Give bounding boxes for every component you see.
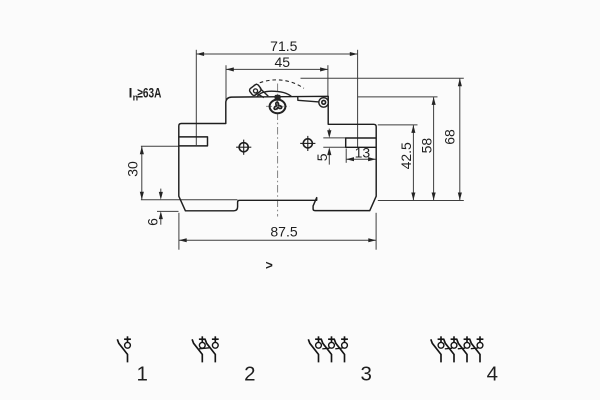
svg-text:6: 6 — [144, 218, 160, 226]
svg-text:30: 30 — [125, 161, 141, 177]
svg-text:n: n — [133, 92, 139, 102]
svg-text:1: 1 — [136, 363, 147, 386]
svg-text:71.5: 71.5 — [270, 38, 297, 54]
svg-text:45: 45 — [275, 54, 291, 70]
svg-text:4: 4 — [487, 363, 498, 386]
svg-text:68: 68 — [442, 129, 458, 145]
svg-text:≥63A: ≥63A — [137, 86, 161, 101]
svg-text:2: 2 — [244, 363, 255, 386]
svg-text:58: 58 — [419, 138, 435, 154]
svg-text:>: > — [266, 259, 273, 273]
svg-text:42.5: 42.5 — [398, 142, 414, 169]
svg-text:3: 3 — [360, 363, 371, 386]
svg-text:I: I — [129, 86, 133, 101]
svg-text:87.5: 87.5 — [270, 223, 297, 239]
svg-text:5: 5 — [314, 153, 330, 161]
svg-text:13: 13 — [355, 144, 371, 160]
